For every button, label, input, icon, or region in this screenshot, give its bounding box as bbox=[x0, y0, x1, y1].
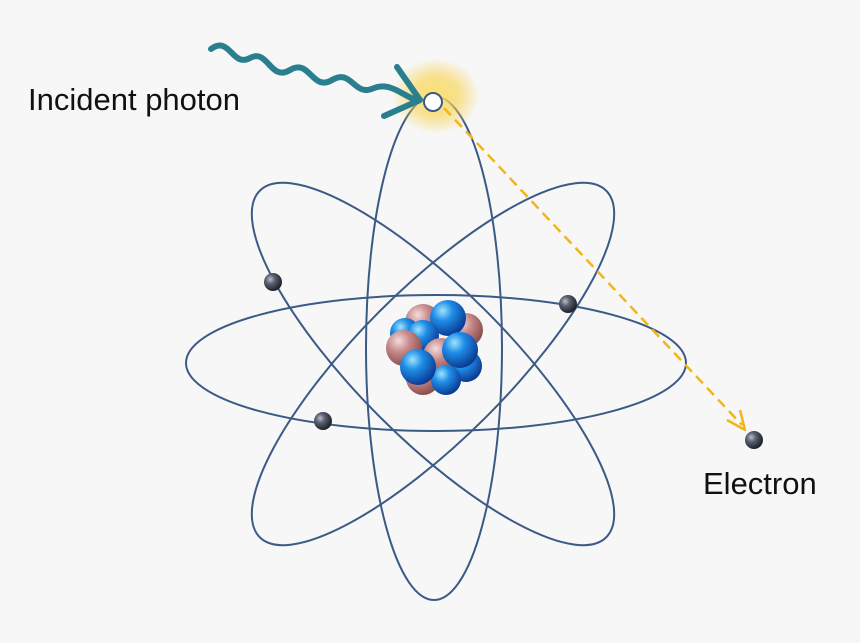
neutron bbox=[431, 365, 461, 395]
wavy-arrow-icon bbox=[208, 42, 423, 119]
neutron bbox=[430, 300, 466, 336]
orbiting-electrons bbox=[264, 273, 577, 430]
orbit-horizontal bbox=[185, 294, 687, 432]
neutron bbox=[442, 332, 478, 368]
electron-label: Electron bbox=[703, 466, 817, 501]
orbit-diagonal-right bbox=[250, 181, 616, 547]
neutron bbox=[400, 349, 436, 385]
orbit-diagonal-left bbox=[250, 181, 616, 547]
incident-photon-label: Incident photon bbox=[28, 82, 241, 117]
nucleus-cluster-icon bbox=[386, 300, 483, 395]
dashed-arrow-icon bbox=[443, 107, 747, 432]
electron bbox=[314, 412, 332, 430]
electron bbox=[559, 295, 577, 313]
struck-electron bbox=[423, 92, 443, 112]
ejected-electron bbox=[745, 431, 763, 449]
electron bbox=[264, 273, 282, 291]
